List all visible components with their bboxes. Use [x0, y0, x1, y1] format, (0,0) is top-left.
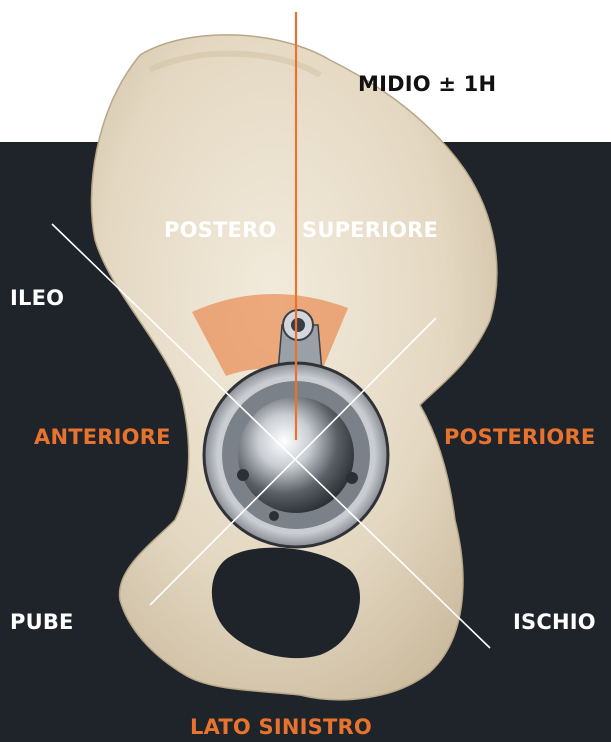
label-postero: POSTERO — [164, 218, 276, 242]
label-midio: MIDIO ± 1H — [358, 72, 496, 96]
label-ischio: ISCHIO — [513, 610, 596, 634]
label-posteriore: POSTERIORE — [444, 425, 595, 449]
label-superiore: SUPERIORE — [302, 218, 438, 242]
label-pube: PUBE — [10, 610, 74, 634]
label-lato-sinistro: LATO SINISTRO — [190, 715, 372, 739]
label-anteriore: ANTERIORE — [34, 425, 171, 449]
label-ileo: ILEO — [10, 286, 64, 310]
